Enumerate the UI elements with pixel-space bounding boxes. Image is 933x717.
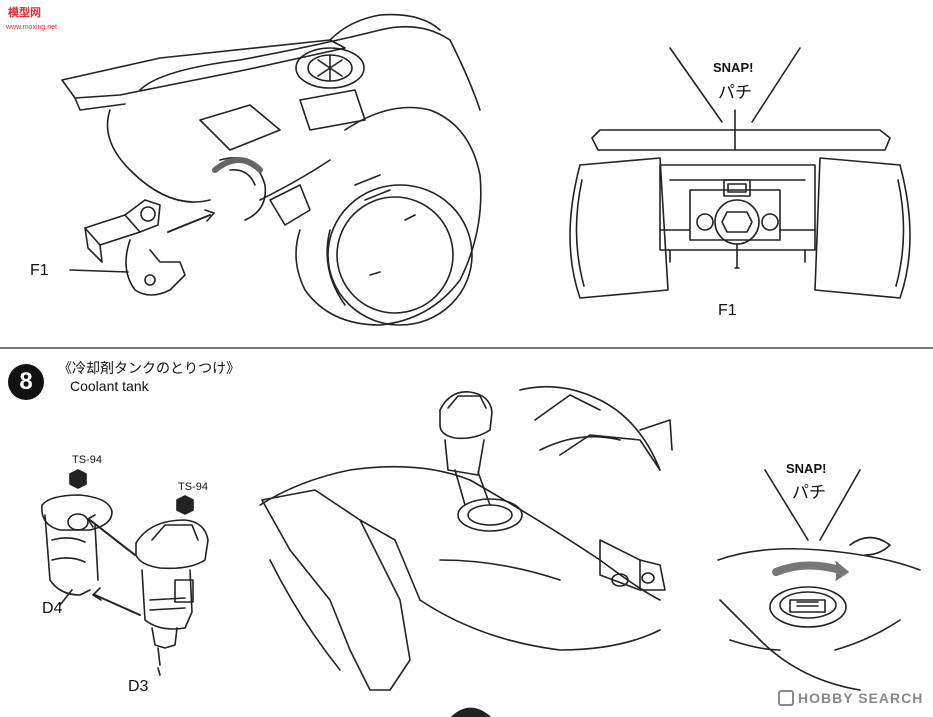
snap-jp-label-bottom: パチ [792,483,826,503]
coolant-install-illustration [259,385,673,691]
car-back-view-illustration [569,47,911,299]
coolant-snap-detail-illustration [717,469,921,691]
watermark-text: 模型网 [8,7,41,19]
step-number-badge: 8 [8,364,44,400]
part-label-d3: D3 [128,678,149,695]
watermark-url: www.moxing.net [6,24,57,31]
hobbysearch-logo-icon [778,690,794,706]
part-label-f1-left: F1 [30,262,49,279]
snap-jp-label-top: パチ [718,83,752,103]
hobbysearch-text: HOBBY SEARCH [798,690,924,706]
ink-blot [451,707,491,717]
part-label-f1-right: F1 [718,302,737,319]
paint-code-ts94-2: TS-94 [178,481,208,493]
snap-label-top: SNAP! [713,60,754,75]
step-title-jp: 《冷却剤タンクのとりつけ》 [58,361,241,377]
car-rear-view-illustration [61,13,482,326]
paint-code-ts94-1: TS-94 [72,454,102,466]
snap-label-bottom: SNAP! [786,461,827,476]
site-watermark: 模型网 www.moxing.net [6,4,68,38]
step-title-en: Coolant tank [70,378,149,394]
coolant-parts-illustration [41,469,209,676]
hobbysearch-watermark: HOBBY SEARCH [778,690,923,706]
part-label-d4: D4 [42,600,63,617]
